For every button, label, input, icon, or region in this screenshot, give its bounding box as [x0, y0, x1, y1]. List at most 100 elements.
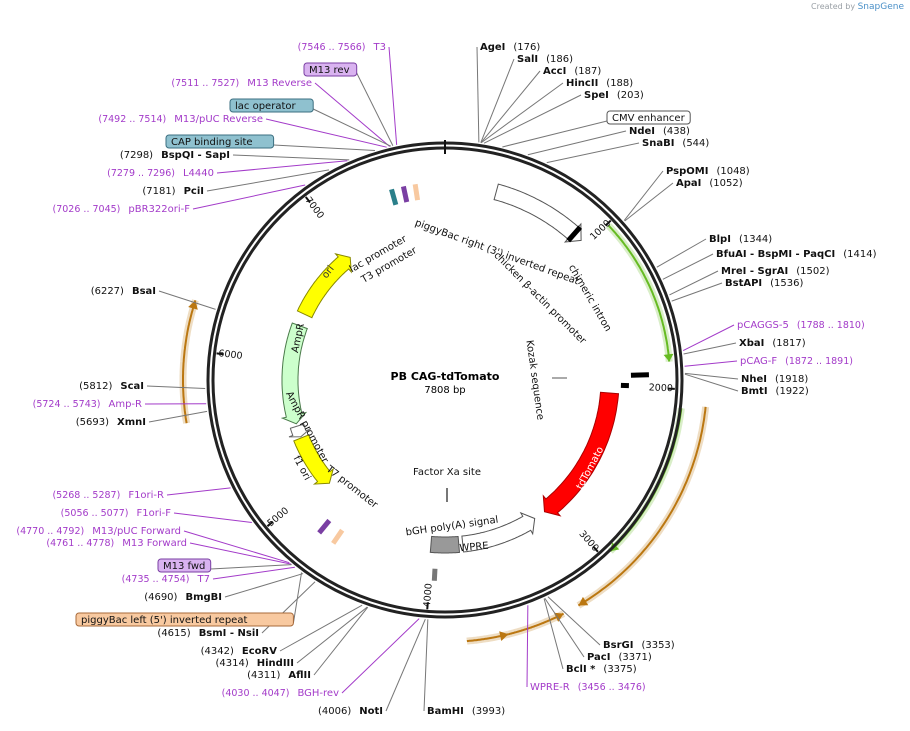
site-label-bmti: BmtI(1922) — [741, 386, 809, 397]
site-name: BamHI — [427, 706, 464, 717]
feature-ori — [296, 253, 352, 319]
primer-name: T3 — [373, 42, 386, 53]
boxed-label-leader — [210, 564, 292, 570]
primer-label-t3: (7546 .. 7566)T3 — [298, 42, 386, 53]
tick-label-5000: 5000 — [265, 505, 291, 529]
boxed-label-box — [229, 98, 314, 113]
arc-line-2 — [577, 406, 707, 607]
primer-leader-t7 — [212, 566, 295, 580]
arc-arrowhead-0 — [663, 353, 674, 362]
site-name: ScaI — [120, 381, 144, 392]
plasmid-length: 7808 bp — [424, 385, 465, 396]
site-position: (203) — [617, 90, 644, 101]
site-name: ApaI — [676, 178, 701, 189]
site-label-sali: SalI (186) — [517, 54, 573, 65]
plasmid-backbone — [206, 140, 684, 619]
site-leader-xmni — [148, 410, 208, 423]
tick-mark-4000 — [426, 602, 429, 610]
tick-label-2000: 2000 — [649, 382, 674, 394]
primer-leader-bgh-rev — [341, 618, 420, 694]
site-position: (1052) — [709, 178, 742, 189]
feature-piggybac-right-3-inverted-repeat — [493, 183, 582, 243]
primer-leader-f1ori-f — [173, 512, 252, 523]
primer-label-pbr322ori-f: (7026 .. 7045)pBR322ori-F — [53, 204, 191, 215]
site-label-ndei: NdeI(438) — [629, 126, 690, 137]
primer-name: L4440 — [183, 168, 214, 179]
site-leader-bcli — [543, 598, 564, 670]
primer-leader-m13-puc-reverse — [265, 118, 387, 148]
site-label-bsmi-nsii: (4615)BsmI - NsiI — [157, 628, 259, 639]
primer-range: (7026 .. 7045) — [53, 204, 121, 215]
site-leader-bfuai-bspmi-paqci — [662, 253, 714, 280]
small-mark-4 — [389, 188, 399, 206]
boxed-label-text: CAP binding site — [171, 137, 253, 148]
site-position: (438) — [663, 126, 690, 137]
primer-leader-l4440 — [216, 160, 348, 174]
site-label-scai: (5812) ScaI — [79, 381, 144, 392]
primer-leader-pbr322ori-f — [192, 184, 306, 210]
primer-range: (4735 .. 4754) — [122, 574, 190, 585]
site-label-acci: AccI(187) — [543, 66, 601, 77]
site-position: (186) — [546, 54, 573, 65]
site-label-agei: AgeI(176) — [480, 42, 540, 53]
site-name: HincII — [566, 78, 598, 89]
site-leader-spei — [483, 94, 582, 144]
site-name: BlpI — [709, 234, 731, 245]
site-position: (5812) — [79, 381, 112, 392]
arc-arrowhead-4 — [499, 631, 509, 641]
feature-bgh-poly-a-signal — [429, 535, 461, 554]
boxed-label-box — [606, 110, 691, 125]
site-leader-hindiii — [296, 606, 368, 664]
primer-name: T7 — [197, 574, 210, 585]
label-leader-lines — [144, 46, 739, 712]
arc-arrowhead-2 — [578, 596, 589, 606]
site-leader-bmti — [684, 373, 739, 392]
primer-range: (4030 .. 4047) — [222, 688, 290, 699]
site-name: HindIII — [257, 658, 294, 669]
site-label-pcii: (7181)PciI — [142, 186, 204, 197]
primer-name: pCAG-F — [740, 356, 777, 367]
tick-label-4000: 4000 — [422, 583, 435, 608]
site-position: (4006) — [318, 706, 351, 717]
primer-label-f1ori-f: (5056 .. 5077)F1ori-F — [61, 508, 172, 519]
site-leader-ndei — [527, 130, 627, 156]
primer-leader-m13-forward — [189, 542, 292, 565]
site-leader-apai — [624, 182, 674, 222]
small-mark-5 — [400, 185, 410, 203]
site-leader-bmgbi — [224, 573, 304, 598]
tick-label-7000: 7000 — [303, 195, 326, 221]
site-label-nhei: NheI(1918) — [741, 374, 808, 385]
site-name: BsrGI — [603, 640, 633, 651]
site-leader-pcii — [206, 169, 330, 192]
boxed-label-cap-binding-site: CAP binding site — [165, 134, 375, 151]
primer-range: (3456 .. 3476) — [578, 682, 646, 693]
primer-label-wpre-r: WPRE-R(3456 .. 3476) — [530, 682, 646, 693]
primer-name: M13/pUC Forward — [92, 526, 181, 537]
site-position: (4311) — [247, 670, 280, 681]
site-leader-agei — [476, 46, 480, 143]
site-label-bcli: BclI *(3375) — [566, 664, 637, 675]
site-position: (1536) — [770, 278, 803, 289]
site-label-bmgbi: (4690)BmgBI — [144, 592, 222, 603]
site-name: SpeI — [584, 90, 609, 101]
site-position: (1048) — [716, 166, 749, 177]
primer-label-pcag-f: pCAG-F(1872 .. 1891) — [740, 356, 853, 367]
primer-range: (7492 .. 7514) — [98, 114, 166, 125]
site-label-hindiii: (4314)HindIII — [215, 658, 294, 669]
tick-mark-7000 — [304, 196, 311, 204]
site-leader-bamhi — [423, 619, 429, 712]
site-name: SalI — [517, 54, 538, 65]
boxed-label-m13-rev: M13 rev — [303, 62, 394, 146]
tick-mark-1000 — [605, 219, 612, 227]
site-name: AflII — [288, 670, 311, 681]
primer-name: M13/pUC Reverse — [174, 114, 263, 125]
site-label-apai: ApaI (1052) — [676, 178, 743, 189]
site-position: (3993) — [472, 706, 505, 717]
feature-label-factor-xa-site: Factor Xa site — [413, 467, 481, 478]
feature-label-kozak-sequence: Kozak sequence — [523, 339, 545, 420]
site-position: (187) — [574, 66, 601, 77]
site-name: PacI — [587, 652, 610, 663]
boxed-label-box — [165, 134, 275, 149]
feature-label-t7-promoter: T7 promoter — [323, 463, 380, 511]
